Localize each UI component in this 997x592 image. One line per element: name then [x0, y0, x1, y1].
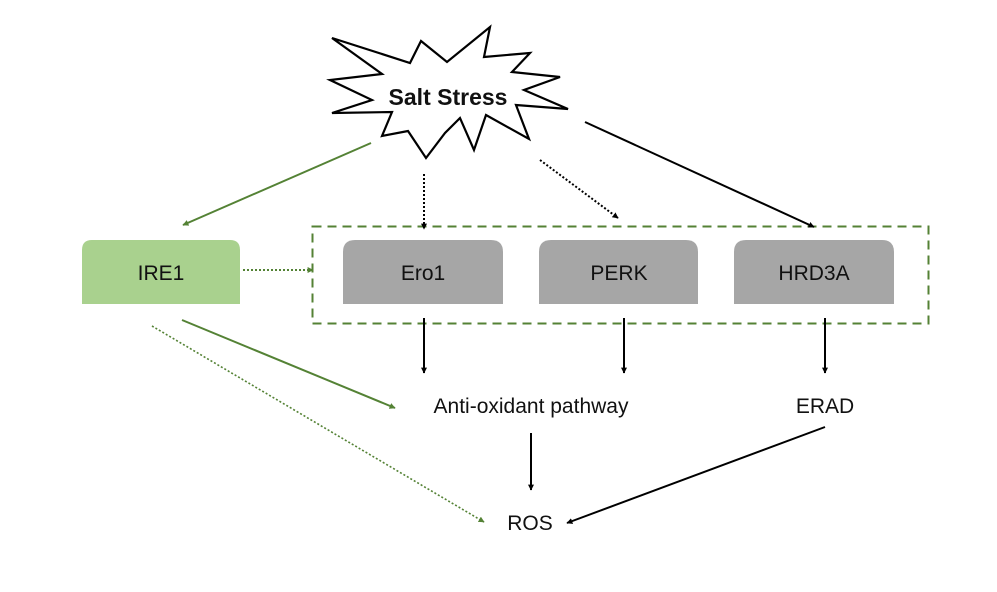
- arrow-salt-to-perk: [539, 159, 619, 219]
- hrd3a-box: [734, 240, 894, 304]
- arrow-ire1-to-antioxidant: [181, 319, 396, 409]
- perk-box: [539, 240, 698, 304]
- ire1-box: [82, 240, 240, 304]
- ero1-box: [343, 240, 503, 304]
- ire1-node: IRE1: [82, 240, 240, 304]
- erad-label: ERAD: [796, 395, 854, 418]
- arrow-erad-to-ros: [566, 426, 826, 524]
- arrow-salt-to-hrd3a: [584, 121, 815, 228]
- arrow-salt-to-ire1: [182, 142, 372, 226]
- salt-stress-label: Salt Stress: [389, 84, 508, 110]
- hrd3a-label: HRD3A: [778, 262, 849, 285]
- starburst-shape: [326, 24, 569, 160]
- er-protein-group: [311, 225, 930, 325]
- salt-stress-node: Salt Stress: [326, 24, 569, 160]
- ero1-node: Ero1: [343, 240, 503, 304]
- arrow-ire1-to-ros: [151, 325, 485, 523]
- hrd3a-node: HRD3A: [734, 240, 894, 304]
- ire1-label: IRE1: [138, 262, 185, 285]
- perk-node: PERK: [539, 240, 698, 304]
- ero1-label: Ero1: [401, 262, 445, 285]
- perk-label: PERK: [590, 262, 647, 285]
- antioxidant-pathway-label: Anti-oxidant pathway: [434, 395, 629, 418]
- ros-label: ROS: [507, 512, 553, 535]
